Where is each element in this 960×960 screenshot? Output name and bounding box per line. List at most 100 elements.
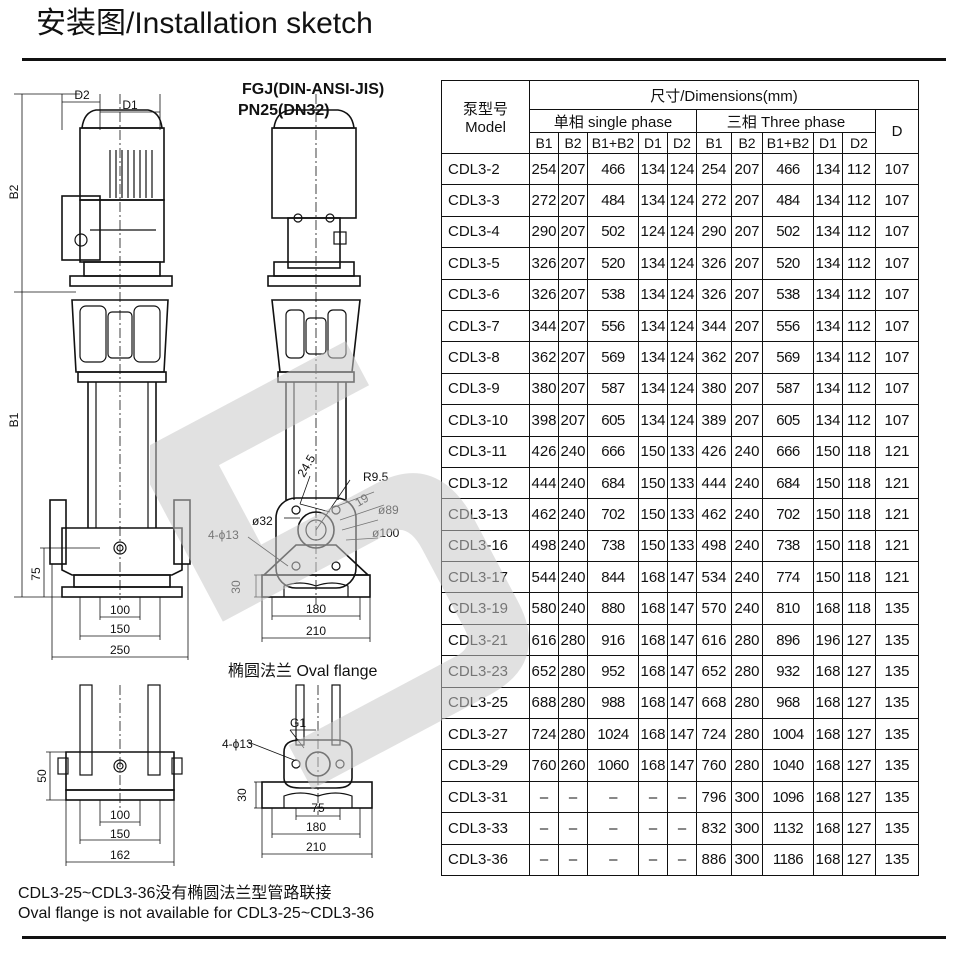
- value-cell: 134: [638, 278, 668, 311]
- value-cell: –: [667, 843, 697, 876]
- sub-header-cell: D1: [638, 132, 668, 154]
- sub-header-cell: D1: [813, 132, 843, 154]
- value-cell: 444: [696, 466, 732, 500]
- value-cell: 520: [762, 247, 814, 280]
- value-cell: 326: [696, 247, 732, 280]
- value-cell: 134: [813, 215, 843, 249]
- value-cell: 254: [529, 152, 559, 186]
- value-cell: 684: [587, 466, 639, 500]
- value-cell: 534: [696, 561, 732, 594]
- value-cell: 107: [875, 404, 919, 437]
- value-cell: 121: [875, 529, 919, 563]
- value-cell: 300: [731, 843, 763, 876]
- value-cell: 124: [667, 372, 697, 406]
- value-cell: 168: [813, 749, 843, 782]
- value-cell: 207: [731, 341, 763, 374]
- value-cell: 147: [667, 561, 697, 594]
- value-cell: –: [587, 843, 639, 876]
- value-cell: 280: [558, 623, 588, 657]
- value-cell: 538: [587, 278, 639, 311]
- model-cell: CDL3-2: [441, 152, 530, 186]
- value-cell: 133: [667, 435, 697, 468]
- value-cell: 127: [842, 843, 876, 876]
- model-header-en: Model: [465, 119, 506, 136]
- value-cell: 280: [558, 686, 588, 720]
- value-cell: 134: [813, 247, 843, 280]
- value-cell: 280: [731, 718, 763, 751]
- value-cell: 544: [529, 561, 559, 594]
- value-cell: 135: [875, 592, 919, 625]
- value-cell: 135: [875, 686, 919, 720]
- value-cell: 196: [813, 623, 843, 657]
- value-cell: 380: [529, 372, 559, 406]
- model-cell: CDL3-4: [441, 215, 530, 249]
- dimensions-header: 尺寸/Dimensions(mm): [529, 80, 919, 110]
- dim-oval-75: 75: [311, 801, 325, 815]
- value-cell: 616: [529, 623, 559, 657]
- value-cell: 118: [842, 592, 876, 625]
- value-cell: 168: [638, 749, 668, 782]
- value-cell: 484: [587, 184, 639, 217]
- value-cell: –: [529, 843, 559, 876]
- installation-drawings: FGJ(DIN-ANSI-JIS) PN25(DN32) D2 D1 B2 B1…: [7, 81, 400, 866]
- value-cell: 124: [667, 341, 697, 374]
- model-cell: CDL3-5: [441, 247, 530, 280]
- value-cell: 280: [731, 749, 763, 782]
- value-cell: 466: [762, 152, 814, 186]
- value-cell: 462: [529, 498, 559, 531]
- value-cell: 127: [842, 655, 876, 688]
- value-cell: 240: [558, 498, 588, 531]
- dim-d2: D2: [74, 88, 90, 102]
- value-cell: 124: [667, 404, 697, 437]
- value-cell: 666: [587, 435, 639, 468]
- value-cell: 134: [813, 152, 843, 186]
- model-cell: CDL3-25: [441, 686, 530, 720]
- dim-holes: 4-ϕ13: [208, 528, 239, 542]
- value-cell: 738: [587, 529, 639, 563]
- value-cell: 168: [813, 812, 843, 845]
- value-cell: 652: [696, 655, 732, 688]
- value-cell: 168: [638, 686, 668, 720]
- value-cell: 118: [842, 435, 876, 468]
- value-cell: 133: [667, 498, 697, 531]
- value-cell: 135: [875, 623, 919, 657]
- value-cell: 118: [842, 498, 876, 531]
- value-cell: 147: [667, 623, 697, 657]
- value-cell: 796: [696, 780, 732, 814]
- value-cell: 207: [558, 404, 588, 437]
- note-zh: CDL3-25~CDL3-36没有椭圆法兰型管路联接: [18, 885, 332, 902]
- value-cell: 240: [558, 561, 588, 594]
- value-cell: 1004: [762, 718, 814, 751]
- value-cell: 107: [875, 278, 919, 311]
- value-cell: 774: [762, 561, 814, 594]
- value-cell: –: [638, 812, 668, 845]
- model-cell: CDL3-16: [441, 529, 530, 563]
- page-title: 安装图/Installation sketch: [36, 7, 373, 40]
- value-cell: –: [558, 812, 588, 845]
- three-phase-header: 三相 Three phase: [696, 109, 876, 133]
- value-cell: 1060: [587, 749, 639, 782]
- single-phase-header: 单相 single phase: [529, 109, 697, 133]
- pump-side-view: [261, 94, 371, 605]
- value-cell: 207: [558, 215, 588, 249]
- value-cell: 107: [875, 341, 919, 374]
- value-cell: 240: [558, 529, 588, 563]
- value-cell: 1132: [762, 812, 814, 845]
- value-cell: 587: [587, 372, 639, 406]
- value-cell: –: [667, 812, 697, 845]
- value-cell: 107: [875, 184, 919, 217]
- value-cell: 207: [558, 278, 588, 311]
- dim-b1: B1: [7, 412, 21, 427]
- value-cell: 240: [731, 466, 763, 500]
- value-cell: 326: [529, 247, 559, 280]
- value-cell: –: [638, 843, 668, 876]
- value-cell: 135: [875, 780, 919, 814]
- value-cell: 484: [762, 184, 814, 217]
- dim-150: 150: [110, 622, 130, 636]
